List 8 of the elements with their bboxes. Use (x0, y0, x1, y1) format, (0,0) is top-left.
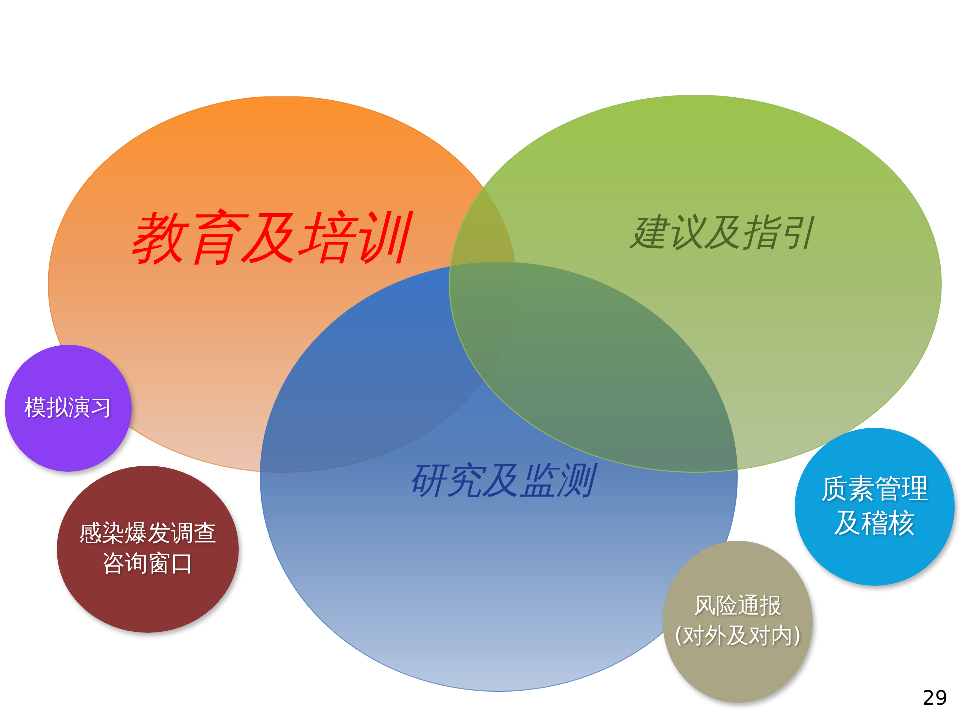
circle-label: 模拟演习 (24, 394, 114, 422)
circle-label: 质素管理及稽核 (820, 473, 930, 541)
ellipse-label: 教育及培训 (118, 204, 420, 274)
circle-label: 感染爆发调查咨询窗口 (78, 520, 218, 578)
page-number: 29 (922, 688, 948, 708)
ellipse-label: 研究及监测 (402, 458, 600, 504)
circle-label: 风险通报 (对外及对内) (673, 593, 803, 651)
ellipse-label: 建议及指引 (628, 210, 816, 256)
